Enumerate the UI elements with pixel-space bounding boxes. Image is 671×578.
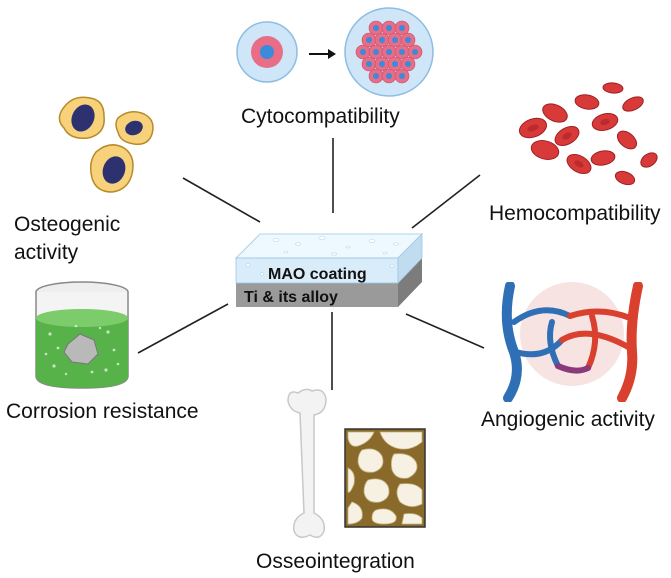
- trabecular-bone-icon: [344, 428, 426, 528]
- connector-angiogenic: [405, 313, 485, 349]
- blood-vessel-network-icon: [501, 282, 643, 402]
- femur-bone-icon: [287, 388, 327, 538]
- label-angiogenic-activity: Angiogenic activity: [481, 408, 655, 431]
- red-blood-cells-icon: [518, 82, 658, 186]
- cell-proliferation-icon: [236, 7, 434, 97]
- osteoblast-cells-icon: [58, 96, 154, 193]
- connector-corrosion: [137, 303, 229, 354]
- label-hemocompatibility: Hemocompatibility: [489, 202, 661, 225]
- label-osteogenic-line1: Osteogenic: [14, 213, 121, 236]
- label-osseointegration: Osseointegration: [256, 550, 415, 573]
- label-osteogenic-line2: activity: [14, 241, 79, 264]
- corrosion-beaker-icon: [35, 281, 129, 389]
- connector-osteogenic: [182, 177, 261, 223]
- substrate-label: Ti & its alloy: [244, 289, 338, 306]
- label-corrosion-resistance: Corrosion resistance: [6, 400, 199, 423]
- coating-label: MAO coating: [268, 266, 367, 283]
- label-cytocompatibility: Cytocompatibility: [241, 105, 400, 128]
- connector-hemocompatibility: [411, 174, 481, 229]
